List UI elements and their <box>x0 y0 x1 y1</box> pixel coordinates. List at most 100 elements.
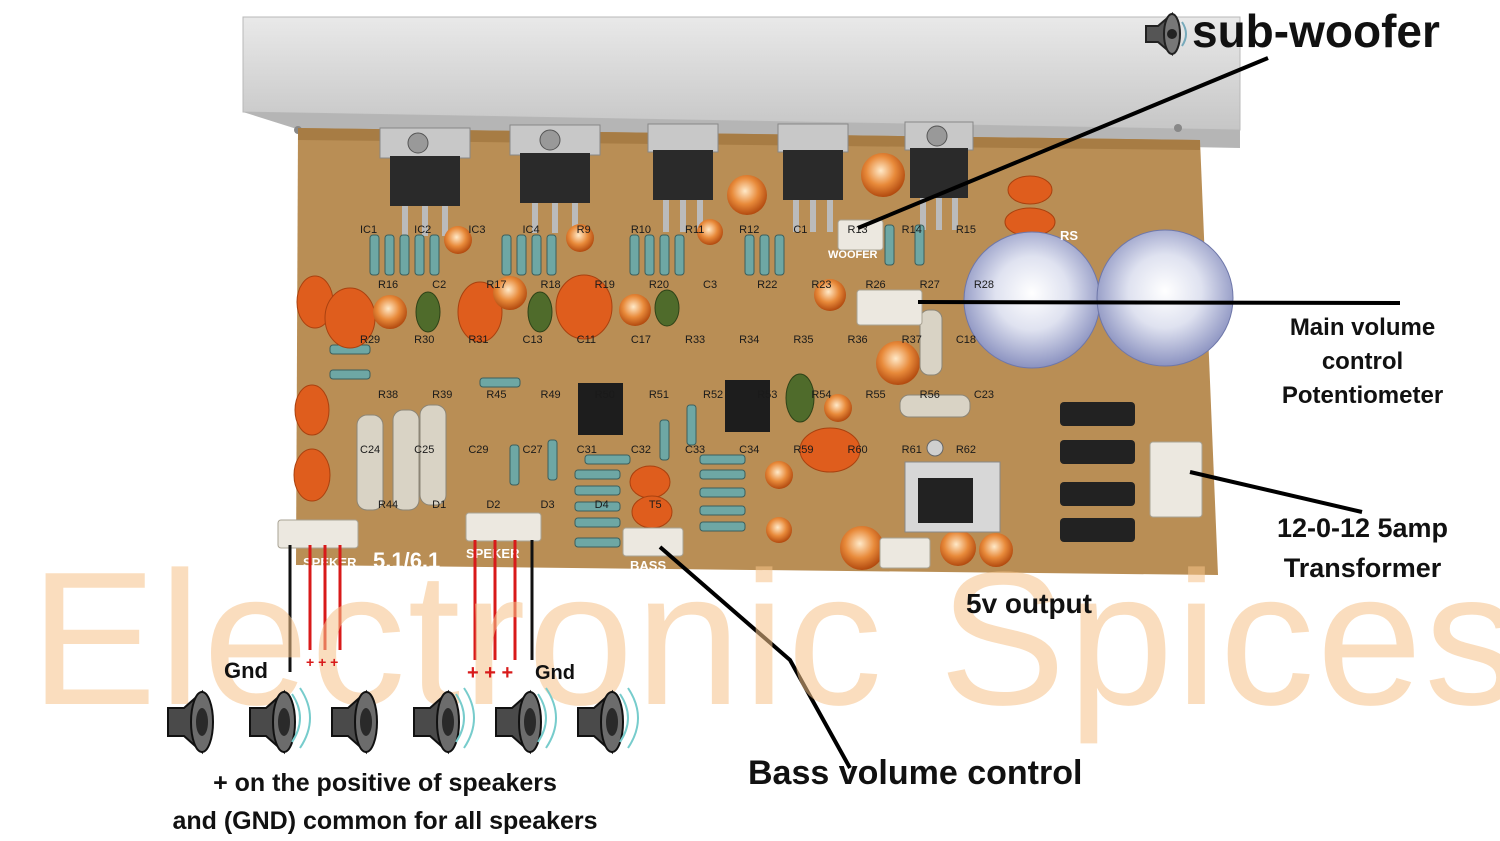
ref-label: D2 <box>486 499 500 511</box>
ref-label: R38 <box>378 389 398 401</box>
speaker-right-silk: SPEKER <box>466 546 520 561</box>
ref-label: R39 <box>432 389 452 401</box>
plus-left-label: + + + <box>306 654 339 670</box>
ref-label: C33 <box>685 444 705 456</box>
speaker-wires <box>288 540 534 672</box>
ceramic-capacitors <box>293 175 1056 529</box>
ref-label: D3 <box>541 499 555 511</box>
speaker-icon <box>160 682 240 762</box>
ref-label: R9 <box>577 224 591 236</box>
ref-label: C2 <box>432 279 446 291</box>
op-amp-ics <box>578 380 770 435</box>
transformer-label: 12-0-12 5amp Transformer <box>1240 508 1485 588</box>
ref-label: R23 <box>811 279 831 291</box>
board-connectors <box>277 219 1203 569</box>
caption-line-1: + on the positive of speakers <box>213 769 557 797</box>
ref-label: R62 <box>956 444 976 456</box>
ref-label: C13 <box>523 334 543 346</box>
ref-label: C34 <box>739 444 759 456</box>
ref-label: R54 <box>811 389 831 401</box>
ref-label: R51 <box>649 389 669 401</box>
main-volume-line-3: Potentiometer <box>1281 382 1444 409</box>
ref-label: R36 <box>848 334 868 346</box>
ref-label: R56 <box>920 389 940 401</box>
ref-label: R35 <box>793 334 813 346</box>
ref-label: IC1 <box>360 224 377 236</box>
bass-silk: BASS <box>630 558 666 573</box>
speaker-icon <box>570 682 650 762</box>
speaker-icon <box>242 682 322 762</box>
ref-label: R18 <box>541 279 561 291</box>
ref-label: C27 <box>523 444 543 456</box>
ref-label: R12 <box>739 224 759 236</box>
plus-right-label: + + + <box>467 662 514 684</box>
resistor-row <box>329 224 925 548</box>
film-capacitors <box>415 289 815 423</box>
ref-label: C23 <box>974 389 994 401</box>
main-volume-label: Main volume control Potentiometer <box>1240 311 1485 413</box>
speaker-left-silk: SPEKER <box>303 555 357 570</box>
five-volt-output-label: 5v output <box>966 588 1092 619</box>
subwoofer-label: sub-woofer <box>1192 5 1440 57</box>
ref-label: D4 <box>595 499 609 511</box>
bass-volume-label: Bass volume control <box>748 754 1083 792</box>
ref-label: R17 <box>486 279 506 291</box>
speaker-row <box>160 682 660 762</box>
ref-label: T5 <box>649 499 662 511</box>
speaker-icon <box>1142 8 1192 60</box>
ref-label: R28 <box>974 279 994 291</box>
ref-label: R16 <box>378 279 398 291</box>
ref-label: R11 <box>685 224 704 236</box>
ref-label: C25 <box>414 444 434 456</box>
ref-label: IC2 <box>414 224 431 236</box>
ref-label: R29 <box>360 334 380 346</box>
ref-label: R26 <box>866 279 886 291</box>
ref-label: C1 <box>793 224 807 236</box>
annotation-lines <box>658 56 1401 769</box>
ref-label: R61 <box>902 444 922 456</box>
speaker-icon <box>406 682 486 762</box>
ref-label: R33 <box>685 334 705 346</box>
ref-label: C18 <box>956 334 976 346</box>
logo-silk: RS <box>1060 228 1078 243</box>
ref-label: R55 <box>866 389 886 401</box>
caption-line-2: and (GND) common for all speakers <box>172 807 598 835</box>
ref-label: IC3 <box>468 224 485 236</box>
voltage-regulator <box>904 439 1001 533</box>
filter-capacitors <box>963 229 1234 369</box>
gnd-right-label: Gnd <box>535 662 575 684</box>
ref-label: C11 <box>577 334 596 346</box>
electrolytic-capacitors <box>373 153 1013 570</box>
ref-label: R31 <box>468 334 488 346</box>
ref-label: R19 <box>595 279 615 291</box>
ref-label: R15 <box>956 224 976 236</box>
ref-label: C29 <box>468 444 488 456</box>
power-transistors <box>379 121 974 236</box>
ref-label: R22 <box>757 279 777 291</box>
ref-label: C17 <box>631 334 651 346</box>
power-resistors <box>356 309 971 511</box>
ref-label: R60 <box>848 444 868 456</box>
rectifier-diodes <box>1060 402 1135 542</box>
ref-label: R14 <box>902 224 922 236</box>
transformer-line-2: Transformer <box>1283 553 1442 583</box>
ref-label: R44 <box>378 499 398 511</box>
ref-label: R30 <box>414 334 434 346</box>
woofer-silk: WOOFER <box>828 249 878 261</box>
ref-label: R10 <box>631 224 651 236</box>
main-volume-line-1: Main volume <box>1289 314 1436 341</box>
ref-label: R53 <box>757 389 777 401</box>
ref-label: R27 <box>920 279 940 291</box>
ref-label: R52 <box>703 389 723 401</box>
ref-label: R37 <box>902 334 922 346</box>
ref-label: R50 <box>595 389 615 401</box>
transformer-line-1: 12-0-12 5amp <box>1276 513 1449 543</box>
ref-label: IC4 <box>523 224 540 236</box>
ref-label: R45 <box>486 389 506 401</box>
ref-label: C32 <box>631 444 651 456</box>
speaker-icon <box>324 682 404 762</box>
caption: + on the positive of speakers and (GND) … <box>90 764 680 840</box>
